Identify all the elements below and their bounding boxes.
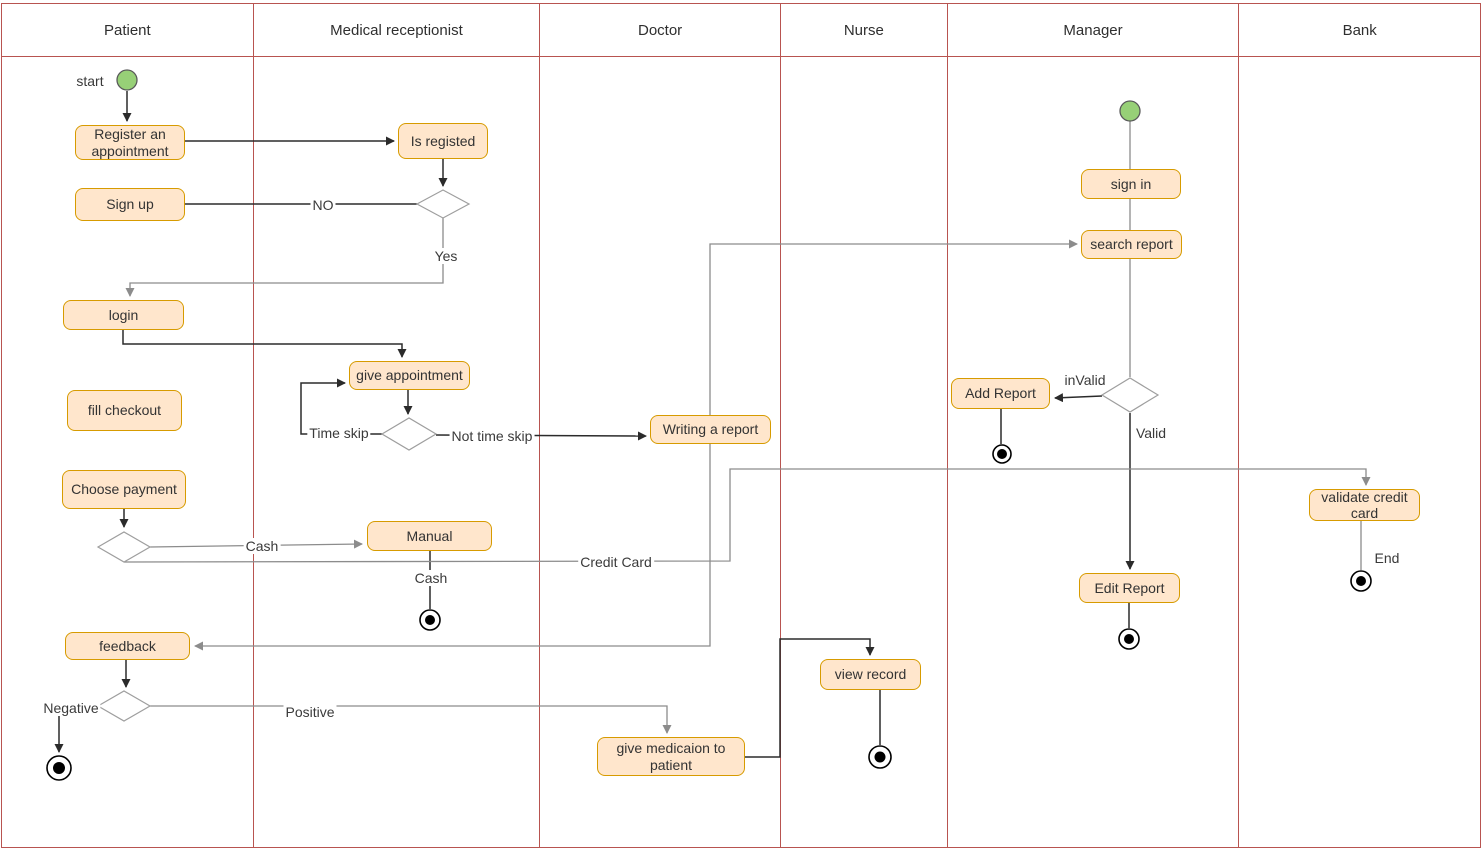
decision-feedback-decision[interactable]: [96, 690, 152, 722]
edge-givemed-to-viewrecord[interactable]: [745, 638, 875, 758]
edge-label-credit-card[interactable]: Credit Card: [578, 554, 654, 570]
activity-fill-checkout[interactable]: fill checkout: [67, 390, 182, 431]
lane-nurse: Nurse: [780, 4, 948, 847]
edge-label-time-skip[interactable]: Time skip: [307, 425, 371, 441]
activity-search-report[interactable]: search report: [1081, 230, 1182, 259]
lane-medical-receptionist: Medical receptionist: [253, 4, 541, 847]
edge-label-cash-1[interactable]: Cash: [243, 538, 281, 554]
decision-report-valid-decision[interactable]: [1100, 377, 1160, 413]
lane-header-doctor[interactable]: Doctor: [540, 4, 780, 57]
start-node-patient-start[interactable]: [116, 69, 138, 91]
final-node-edit-report-final[interactable]: [1118, 628, 1140, 650]
lane-patient: Patient: [2, 4, 254, 847]
activity-choose-payment[interactable]: Choose payment: [62, 470, 186, 509]
decision-is-registered-decision[interactable]: [415, 189, 471, 219]
start-node-manager-start[interactable]: [1119, 100, 1141, 122]
activity-sign-up[interactable]: Sign up: [75, 188, 185, 221]
lane-manager: Manager: [947, 4, 1240, 847]
edge-label-valid[interactable]: Valid: [1133, 425, 1169, 441]
edge-label-cash-2[interactable]: Cash: [412, 570, 450, 586]
lane-header-nurse[interactable]: Nurse: [780, 4, 947, 57]
decision-payment-decision[interactable]: [96, 531, 152, 563]
lane-header-bank[interactable]: Bank: [1239, 4, 1480, 57]
final-node-view-record-final[interactable]: [868, 745, 892, 769]
edge-writing-to-feedback[interactable]: [194, 444, 711, 651]
edge-label-yes[interactable]: Yes: [432, 248, 460, 264]
activity-view-record[interactable]: view record: [820, 659, 921, 690]
activity-feedback[interactable]: feedback: [65, 632, 190, 660]
edge-writing-to-searchreport[interactable]: [709, 239, 1078, 415]
decision-time-skip-decision[interactable]: [380, 417, 438, 451]
lane-header-manager[interactable]: Manager: [947, 4, 1239, 57]
lane-bank: Bank: [1239, 4, 1480, 847]
edge-positive-to-givemed[interactable]: [150, 705, 672, 734]
activity-is-registed[interactable]: Is registed: [398, 123, 488, 159]
activity-login[interactable]: login: [63, 300, 184, 330]
final-node-add-report-final[interactable]: [992, 444, 1012, 464]
activity-manual[interactable]: Manual: [367, 521, 492, 551]
edge-yes-to-login[interactable]: [125, 218, 444, 297]
activity-give-medication[interactable]: give medicaion to patient: [597, 737, 745, 776]
edge-label-positive[interactable]: Positive: [283, 704, 337, 720]
activity-edit-report[interactable]: Edit Report: [1079, 573, 1180, 603]
final-node-negative-final[interactable]: [46, 755, 72, 781]
activity-register-appointment[interactable]: Register an appointment: [75, 125, 185, 160]
edge-label-start[interactable]: start: [74, 73, 106, 89]
lane-doctor: Doctor: [540, 4, 781, 847]
edge-login-to-giveappt[interactable]: [122, 330, 407, 358]
edge-label-invalid[interactable]: inValid: [1062, 372, 1108, 388]
activity-writing-report[interactable]: Writing a report: [650, 415, 771, 444]
edge-label-end[interactable]: End: [1372, 550, 1402, 566]
edge-label-no[interactable]: NO: [310, 197, 336, 213]
lane-header-patient[interactable]: Patient: [2, 4, 253, 57]
edge-label-negative[interactable]: Negative: [41, 700, 101, 716]
activity-give-appointment[interactable]: give appointment: [349, 361, 470, 390]
activity-add-report[interactable]: Add Report: [951, 378, 1050, 409]
edge-invalid-to-addreport[interactable]: [1054, 393, 1103, 403]
edge-creditcard-to-validate[interactable]: [123, 468, 1371, 563]
activity-sign-in[interactable]: sign in: [1081, 169, 1181, 199]
final-node-cash-final[interactable]: [419, 609, 441, 631]
lane-header-medical-receptionist[interactable]: Medical receptionist: [253, 4, 540, 57]
final-node-bank-end-final[interactable]: [1350, 570, 1372, 592]
activity-validate-credit-card[interactable]: validate credit card: [1309, 489, 1420, 521]
edge-label-not-time-skip[interactable]: Not time skip: [449, 428, 535, 444]
